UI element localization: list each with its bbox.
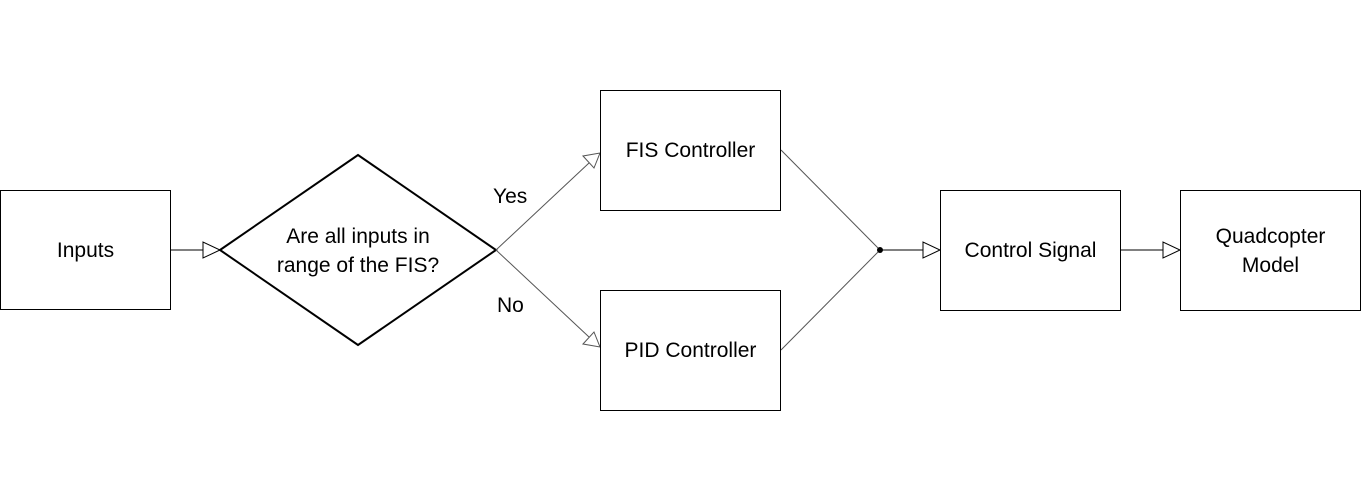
edge-pid-to-junction [780, 249, 881, 351]
no-edge-label: No [495, 294, 526, 318]
pid-controller-node: PID Controller [600, 290, 781, 411]
control-signal-label: Control Signal [964, 239, 1097, 262]
fis-controller-node: FIS Controller [600, 90, 781, 211]
edge-inputs-to-decision [171, 241, 222, 259]
control-signal-node: Control Signal [940, 190, 1121, 311]
quadcopter-model-label: Quadcopter Model [1216, 222, 1326, 280]
decision-label-line1: Are all inputs in [286, 225, 430, 248]
pid-controller-label: PID Controller [624, 339, 757, 362]
edge-yes-to-fis [495, 152, 601, 251]
arrowhead-open-icon [582, 152, 601, 169]
quadcopter-model-node: Quadcopter Model [1180, 190, 1361, 311]
edge-fis-to-junction [780, 149, 881, 251]
arrowhead-open-icon [1162, 241, 1182, 259]
quadcopter-label-line1: Quadcopter [1215, 224, 1326, 248]
inputs-node-label: Inputs [56, 238, 115, 262]
edge-junction-to-control-signal [880, 241, 942, 259]
fis-controller-label: FIS Controller [625, 139, 756, 162]
decision-label-line2: range of the FIS? [276, 254, 440, 277]
edge-no-to-pid [495, 249, 601, 348]
edge-control-signal-to-quadcopter [1121, 241, 1182, 259]
arrowhead-open-icon [922, 241, 942, 259]
arrowhead-open-icon [582, 331, 601, 348]
quadcopter-label-line2: Model [1241, 253, 1300, 277]
yes-edge-label: Yes [491, 185, 530, 209]
arrowhead-open-icon [202, 241, 222, 259]
decision-node-label: Are all inputs in range of the FIS? [250, 210, 466, 292]
inputs-node: Inputs [0, 190, 171, 310]
